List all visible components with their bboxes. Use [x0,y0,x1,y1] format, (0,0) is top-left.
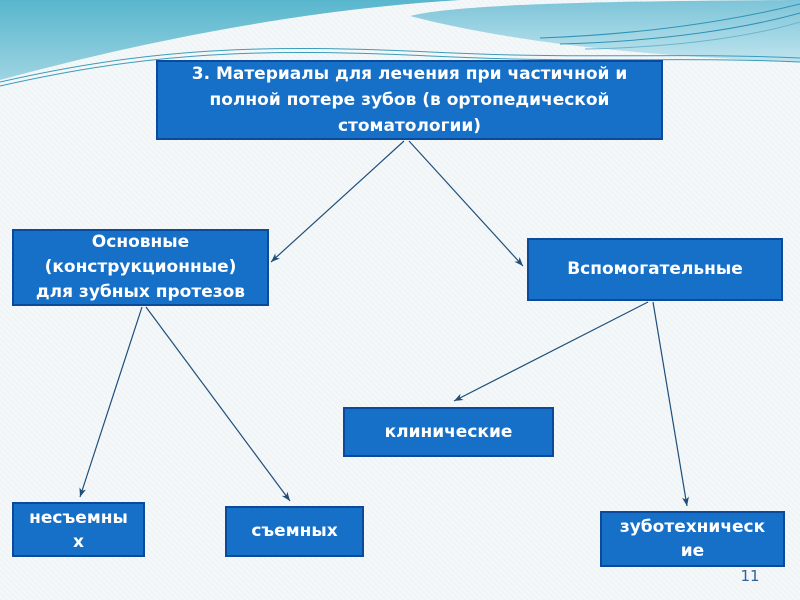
node-main-basic-materials: Основные (конструкционные) для зубных пр… [12,229,269,306]
wave-thin-line-2 [0,52,800,87]
node-main-auxiliary-label: Вспомогательные [567,259,743,279]
slide-page-number: 11 [740,567,760,585]
node-main-basic-label: Основные (конструкционные) для зубных пр… [35,232,246,302]
node-removable-prostheses: съемных [225,506,364,557]
edge-main-left-to-removable [145,306,291,502]
node-clinical: клинические [343,407,554,457]
node-main-auxiliary-materials: Вспомогательные [527,238,783,301]
edge-main-left-to-fixed [79,306,143,498]
wave-left-wedge [0,0,460,80]
node-removable-label: съемных [251,521,338,541]
wave-corner-line-1 [539,3,800,39]
wave-right-band [410,0,800,62]
wave-corner-line-2 [559,12,800,45]
edge-main-right-to-dental-lab [652,301,689,507]
node-fixed-prostheses: несъемны х [12,502,145,557]
edge-title-to-main-left [270,140,405,263]
node-title: 3. Материалы для лечения при частичной и… [156,60,663,140]
edge-main-right-to-clinical [453,301,649,402]
node-title-label: 3. Материалы для лечения при частичной и… [191,64,628,136]
wave-corner-line-3 [584,21,800,50]
node-dental-lab: зуботехническ ие [600,511,785,567]
edge-title-to-main-right [408,140,524,267]
node-clinical-label: клинические [384,421,513,442]
node-dental-lab-label: зуботехническ ие [619,517,766,561]
wave-header-decoration [0,0,800,87]
node-fixed-label: несъемны х [29,507,128,552]
wave-thin-line-1 [0,48,800,83]
